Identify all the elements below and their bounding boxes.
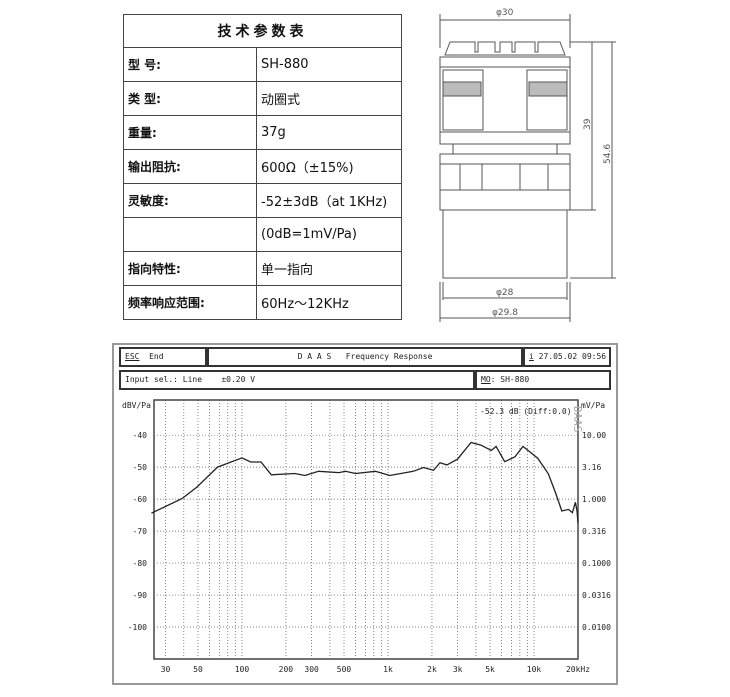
x-tick-label: 1k	[383, 665, 393, 674]
y2-tick-label: 3.16	[582, 463, 601, 472]
spec-value: -52±3dB（at 1KHz)	[256, 183, 402, 218]
y2-tick-label: 0.316	[582, 527, 606, 536]
esc-end-button[interactable]: ESC End	[119, 347, 207, 367]
daas-window: ESC End D A A S Frequency Response i 27.…	[112, 343, 618, 685]
dim-height-body: 39	[583, 118, 593, 130]
y-tick-label: -80	[133, 559, 148, 568]
spec-label: 类 型:	[123, 81, 257, 116]
datetime-box: i 27.05.02 09:56	[523, 347, 611, 367]
spec-value: 单一指向	[256, 251, 402, 286]
plot-frame	[153, 399, 579, 660]
spec-value: 动圈式	[256, 81, 402, 116]
dim-top: φ30	[496, 8, 514, 18]
datetime: 27.05.02 09:56	[538, 352, 607, 361]
y-tick-label: -100	[128, 623, 147, 632]
y2-tick-label: 0.1000	[582, 559, 611, 568]
x-tick-label: 200	[279, 665, 294, 674]
y-tick-label: -50	[133, 463, 148, 472]
spec-table: 技术参数表 型 号:SH-880 类 型:动圈式 重量:37g 输出阻抗:600…	[123, 14, 402, 320]
y-tick-label: -90	[133, 591, 148, 600]
model-box[interactable]: MO: SH-880	[475, 370, 611, 390]
spec-label: 输出阻抗:	[123, 149, 257, 184]
model: : SH-880	[490, 375, 530, 384]
esc-key: ESC	[125, 352, 140, 361]
y-tick-label: -40	[133, 431, 148, 440]
info-icon[interactable]: i	[529, 352, 534, 361]
spec-value: 37g	[256, 115, 402, 150]
response-curve	[151, 441, 579, 524]
model-key: MO	[481, 375, 491, 384]
spec-label: 型 号:	[123, 47, 257, 82]
y2-tick-label: 1.000	[582, 495, 606, 504]
spec-value: 600Ω（±15%)	[256, 149, 402, 184]
daas-watermark: DAAS	[571, 406, 584, 433]
y-axis-label: dBV/Pa	[122, 401, 151, 410]
y2-tick-label: 10.00	[582, 431, 606, 440]
x-tick-label: 500	[337, 665, 352, 674]
dim-bottom-inner: φ28	[496, 288, 514, 298]
capsule-drawing: φ30 39 54.6 φ28 φ29.8	[439, 8, 616, 322]
x-tick-label: 10k	[527, 665, 542, 674]
x-tick-label: 3k	[453, 665, 463, 674]
esc-label: End	[149, 352, 164, 361]
x-tick-label: 5k	[485, 665, 495, 674]
y-tick-label: -70	[133, 527, 148, 536]
dim-height-total: 54.6	[603, 144, 613, 164]
y-tick-label: -60	[133, 495, 148, 504]
x-tick-label: 20kHz	[566, 665, 590, 674]
spec-label: 频率响应范围:	[123, 285, 257, 320]
x-tick-label: 300	[304, 665, 319, 674]
spec-label: 灵敏度:	[123, 183, 257, 218]
x-tick-label: 30	[161, 665, 171, 674]
input-select[interactable]: Input sel.: Line ±0.20 V	[119, 370, 475, 390]
y2-tick-label: 0.0316	[582, 591, 611, 600]
level-readout: -52.3 dB (Diff:0.0)	[480, 407, 572, 416]
spec-title: 技术参数表	[123, 14, 402, 48]
y2-axis-label: mV/Pa	[581, 401, 605, 410]
x-tick-label: 2k	[427, 665, 437, 674]
x-tick-label: 100	[235, 665, 250, 674]
y2-tick-label: 0.0100	[582, 623, 611, 632]
window-title: D A A S Frequency Response	[207, 347, 523, 367]
x-tick-label: 50	[193, 665, 203, 674]
spec-value: 60Hz～12KHz	[256, 285, 402, 320]
spec-label	[123, 217, 257, 252]
dim-bottom-outer: φ29.8	[492, 308, 518, 318]
